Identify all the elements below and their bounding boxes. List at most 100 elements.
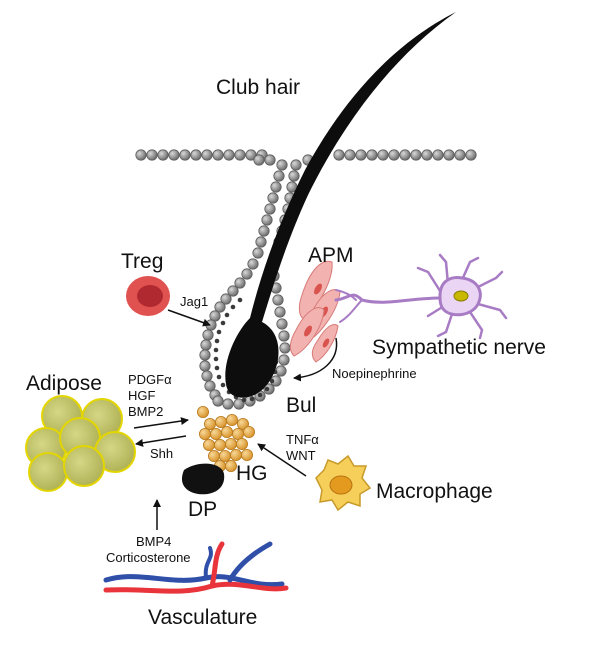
bulge-dot	[264, 386, 270, 392]
epidermis-bead	[388, 149, 400, 161]
adipose-to-hg-arrow	[133, 417, 189, 429]
epidermis-bead	[245, 149, 257, 161]
bulge-dot	[241, 397, 247, 403]
hg-cell	[207, 449, 220, 462]
hg-cell	[198, 427, 211, 440]
hg-cell	[224, 459, 237, 472]
label-bmp4: BMP4	[136, 534, 171, 549]
sheath-bead	[278, 354, 290, 366]
sheath-bead	[202, 329, 214, 341]
bulge-dot	[220, 382, 226, 388]
epidermis-bead	[234, 149, 246, 161]
label-treg: Treg	[121, 250, 163, 273]
sheath-bead	[274, 306, 286, 318]
epidermis-bead	[168, 149, 180, 161]
hg-cell	[224, 437, 237, 450]
bulge-dot	[237, 297, 243, 303]
sheath-bead	[276, 159, 288, 171]
club-hair-shaft	[225, 12, 456, 398]
label-tnfa: TNFα	[286, 432, 319, 447]
sheath-bead	[199, 360, 211, 372]
label-bmp2: BMP2	[128, 404, 163, 419]
vasculature-vessels	[103, 541, 289, 594]
label-corticosterone: Corticosterone	[106, 550, 191, 565]
sheath-bead	[201, 370, 213, 382]
bulge-dot	[224, 312, 230, 318]
epidermis-bead	[355, 149, 367, 161]
epidermis-bead	[443, 149, 455, 161]
hair-germ-cluster	[196, 405, 255, 472]
sheath-bead	[270, 181, 282, 193]
hg-cell	[202, 438, 215, 451]
bulge-dot	[216, 374, 222, 380]
treg-cell	[126, 276, 170, 316]
label-dp: DP	[188, 498, 217, 521]
epidermis-bead	[201, 149, 213, 161]
label-jag1: Jag1	[180, 294, 208, 309]
hg-cell	[235, 437, 248, 450]
bulge-dot	[213, 356, 219, 362]
sheath-bead	[200, 339, 212, 351]
epidermis-bead	[421, 149, 433, 161]
epidermis-bead	[157, 149, 169, 161]
label-sympathetic-nerve: Sympathetic nerve	[372, 336, 546, 359]
epidermis-bead	[410, 149, 422, 161]
sheath-bead	[272, 294, 284, 306]
sheath-bead	[273, 170, 285, 182]
shh-arrow	[135, 435, 187, 447]
label-hg: HG	[236, 462, 268, 485]
sheath-bead	[214, 301, 226, 313]
noepinephrine-arrow	[293, 337, 338, 382]
label-hgf: HGF	[128, 388, 156, 403]
bulge-dot	[230, 304, 236, 310]
sheath-bead	[253, 154, 265, 166]
label-pdgfa: PDGFα	[128, 372, 172, 387]
epidermis-bead	[377, 149, 389, 161]
hg-cell	[213, 438, 226, 451]
label-shh: Shh	[150, 446, 173, 461]
hg-cell	[203, 417, 216, 430]
bulge-dot	[257, 392, 263, 398]
sympathetic-neuron-soma	[438, 276, 482, 317]
epidermis-bead	[465, 149, 477, 161]
hg-cell	[220, 425, 233, 438]
sheath-bead	[199, 349, 211, 361]
jag1-arrow	[167, 309, 211, 327]
sheath-bead	[278, 330, 290, 342]
sheath-bead	[222, 398, 234, 410]
sheath-bead	[205, 319, 217, 331]
sheath-bead	[275, 365, 287, 377]
hg-cell	[196, 405, 209, 418]
sheath-bead	[247, 258, 259, 270]
macrophage-arrow	[257, 443, 307, 477]
hg-cell	[214, 415, 227, 428]
sheath-bead	[276, 318, 288, 330]
label-club-hair: Club hair	[216, 76, 300, 99]
hg-cell	[240, 448, 253, 461]
epidermis-bead	[212, 149, 224, 161]
epidermis-bead	[333, 149, 345, 161]
sheath-bead	[234, 277, 246, 289]
sheath-bead	[267, 192, 279, 204]
epidermis-bead	[135, 149, 147, 161]
sheath-bead	[255, 236, 267, 248]
label-apm: APM	[308, 244, 354, 267]
sheath-bead	[261, 214, 273, 226]
bulge-dot	[249, 396, 255, 402]
sheath-bead	[204, 380, 216, 392]
sheath-bead	[252, 247, 264, 259]
epidermis-bead	[179, 149, 191, 161]
bulge-dot	[220, 320, 226, 326]
epidermis-bead	[223, 149, 235, 161]
epidermis-bead	[146, 149, 158, 161]
apm-muscle	[289, 260, 341, 363]
hg-cell	[229, 448, 242, 461]
dermal-papilla	[181, 463, 225, 495]
sheath-bead	[264, 203, 276, 215]
bulge-dot	[214, 365, 220, 371]
macrophage-cell	[315, 454, 372, 512]
hg-cell	[236, 417, 249, 430]
adipose-cluster	[25, 395, 136, 492]
hg-cell	[231, 427, 244, 440]
